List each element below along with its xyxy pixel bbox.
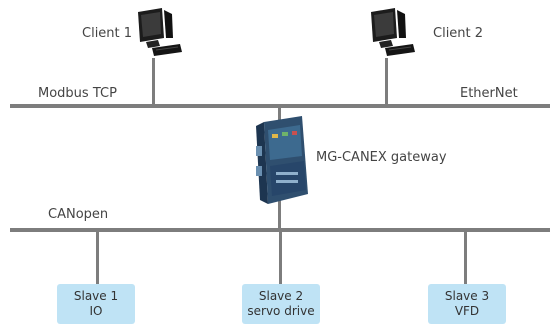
canopen-label: CANopen: [48, 207, 109, 222]
slave-1-title: Slave 1: [73, 289, 119, 303]
client-1-computer-icon: [132, 8, 182, 60]
slave-3-box: Slave 3 VFD: [428, 284, 506, 324]
slave-3-type: VFD: [454, 304, 480, 318]
ethernet-label: EtherNet: [460, 86, 518, 101]
slave-1-box: Slave 1 IO: [57, 284, 135, 324]
slave-1-link: [96, 230, 99, 284]
slave-3-link: [464, 230, 467, 284]
client-2-link: [385, 58, 388, 106]
client-1-link: [152, 58, 155, 106]
slave-1-type: IO: [89, 304, 103, 318]
slave-2-title: Slave 2: [258, 289, 304, 303]
slave-2-box: Slave 2 servo drive: [242, 284, 320, 324]
modbus-tcp-label: Modbus TCP: [38, 86, 117, 101]
slave-2-link: [279, 230, 282, 284]
gateway-upper-link: [278, 106, 281, 120]
gateway-label: MG-CANEX gateway: [316, 150, 447, 165]
gateway-lower-link: [278, 200, 281, 230]
gateway-device-icon: [250, 116, 312, 210]
client-2-computer-icon: [365, 8, 415, 60]
slave-3-title: Slave 3: [444, 289, 490, 303]
client-2-label: Client 2: [433, 26, 484, 41]
slave-2-type: servo drive: [247, 304, 315, 318]
client-1-label: Client 1: [82, 26, 133, 41]
